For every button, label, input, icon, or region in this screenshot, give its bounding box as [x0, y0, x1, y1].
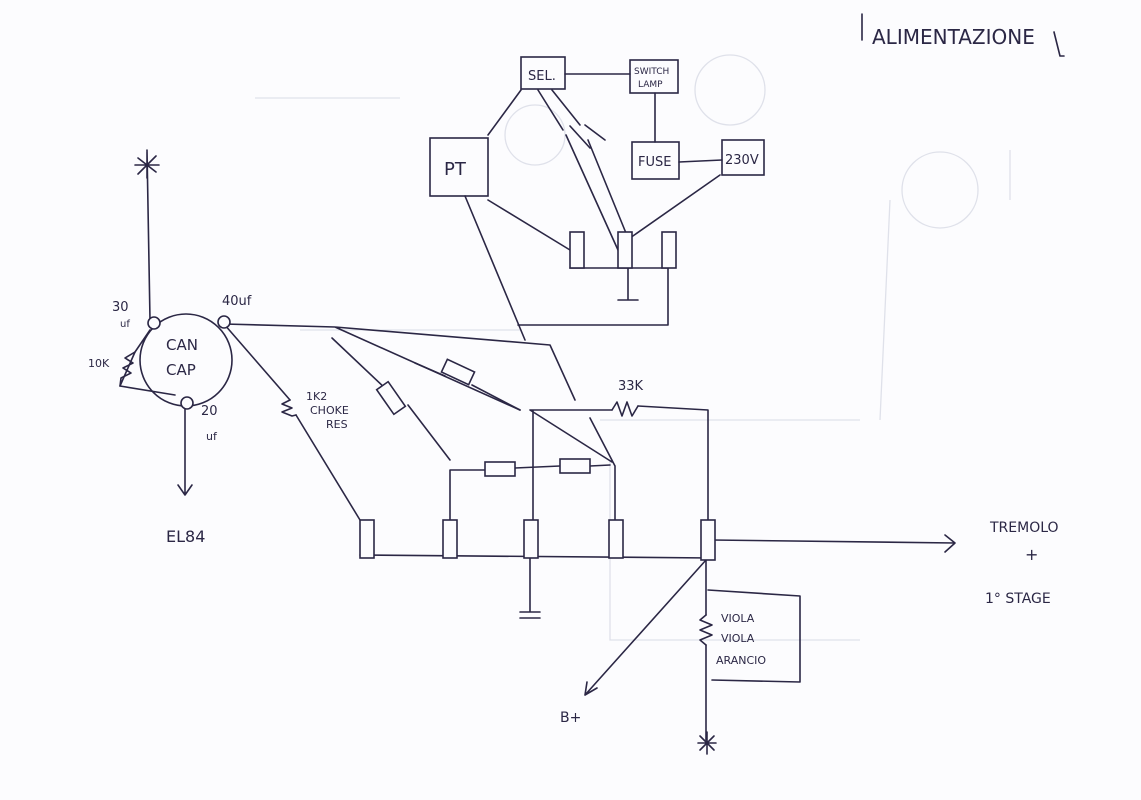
tap-30-unit: uf [120, 319, 130, 330]
tap-40-label: 40uf [222, 294, 252, 309]
el84-label: EL84 [166, 527, 205, 546]
tap-20-unit: uf [206, 430, 218, 443]
can-cap-terminal-40 [217, 315, 231, 329]
title-brackets [861, 13, 1065, 57]
tap-20-value: 20 [201, 404, 218, 419]
tap-30-value: 30 [112, 300, 129, 315]
output-label-3: 1° STAGE [985, 591, 1051, 607]
power-transformer-label: PT [444, 159, 467, 180]
choke-res-label-1: 1K2 [306, 390, 327, 403]
resistor-33k-label: 33K [618, 379, 644, 394]
resistor-10k-label: 10K [88, 357, 110, 370]
switch-lamp-label-1: SWITCH [634, 67, 669, 77]
fuse-label: FUSE [638, 155, 671, 170]
can-cap-label-1: CAN [166, 336, 198, 354]
wiring [119, 73, 956, 755]
mains-box [721, 139, 765, 176]
resistors [119, 351, 713, 646]
resistor-33k-symbol [611, 401, 639, 417]
output-label-1: TREMOLO [989, 520, 1059, 536]
selector-label: SEL. [528, 69, 556, 84]
can-cap-terminal-30 [147, 316, 161, 330]
switch-lamp-label-2: LAMP [638, 80, 663, 90]
bleed-through-marks [255, 54, 1011, 641]
switch-lamp-box [629, 59, 679, 94]
capacitors [359, 231, 716, 561]
choke-res-label-3: RES [326, 418, 348, 431]
page-title: ALIMENTAZIONE [872, 25, 1035, 49]
selector-box [520, 56, 566, 90]
color-coded-resistor-symbol [699, 614, 713, 646]
can-cap-terminal-20 [180, 396, 194, 410]
color-code-1: VIOLA [721, 612, 755, 625]
mains-label: 230V [725, 153, 759, 168]
resistor-10k-symbol [119, 351, 136, 387]
choke-resistor-symbol [281, 399, 297, 417]
color-code-3: ARANCIO [716, 654, 766, 667]
can-cap-label-2: CAP [166, 361, 196, 379]
color-code-2: VIOLA [721, 632, 755, 645]
b-plus-label: B+ [560, 710, 581, 726]
output-label-2: + [1025, 545, 1038, 564]
choke-res-label-2: CHOKE [310, 404, 349, 417]
power-transformer-box [429, 137, 489, 197]
